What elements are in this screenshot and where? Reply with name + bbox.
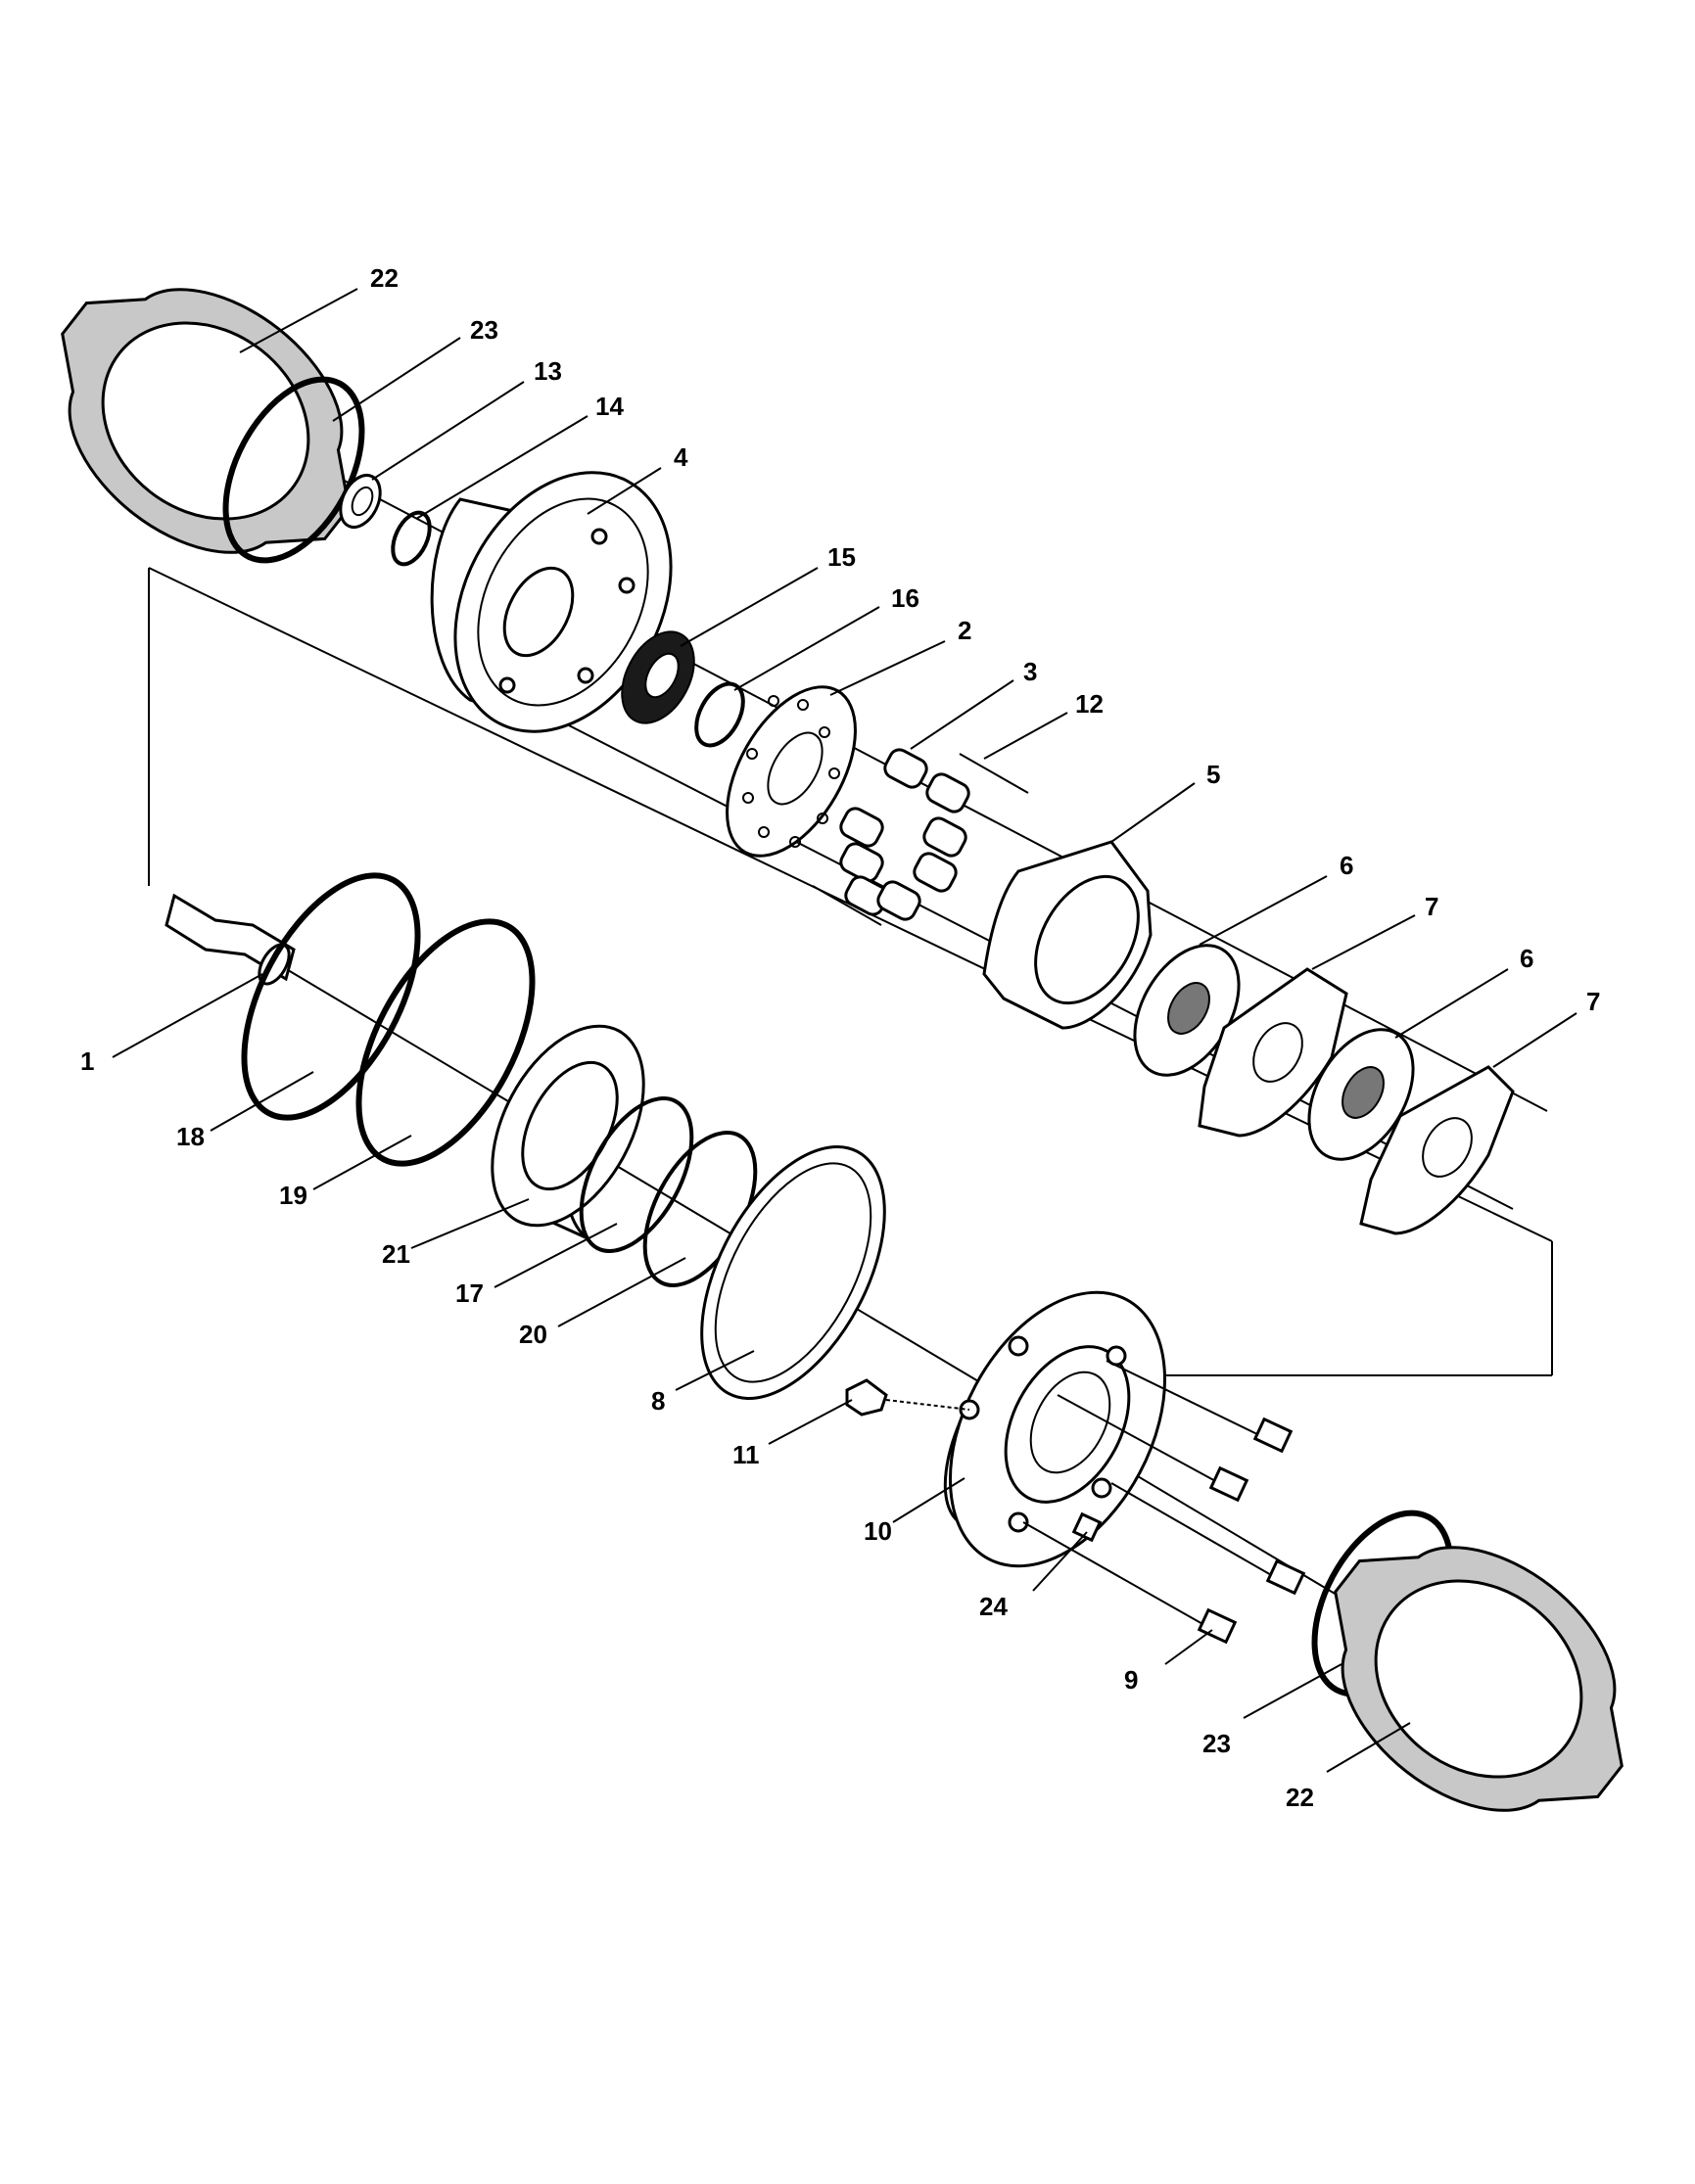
snap-ring-16: [694, 681, 745, 748]
callout-4: 4: [674, 442, 688, 472]
callout-16: 16: [891, 583, 919, 613]
callout-12: 12: [1075, 689, 1104, 719]
fitting-11: [845, 1378, 888, 1417]
callout-22-lower: 22: [1286, 1783, 1314, 1812]
gasket-8: [700, 1144, 886, 1401]
brake-housing-4: [430, 471, 673, 733]
callout-20: 20: [519, 1320, 547, 1349]
callout-6-b: 6: [1520, 944, 1533, 973]
callout-21: 21: [382, 1239, 410, 1269]
friction-disc-6a: [1133, 944, 1241, 1077]
callout-7-a: 7: [1425, 892, 1438, 921]
callout-23-lower: 23: [1202, 1729, 1231, 1758]
piston-21: [491, 1024, 645, 1240]
snap-ring-14: [391, 510, 432, 567]
callout-6-a: 6: [1340, 851, 1353, 880]
friction-disc-6b: [1307, 1028, 1415, 1161]
callout-8: 8: [651, 1386, 665, 1416]
callout-19: 19: [279, 1181, 307, 1210]
callout-18: 18: [176, 1122, 205, 1151]
gasket-upper: [61, 288, 351, 554]
callout-5: 5: [1206, 760, 1220, 789]
callout-23-upper: 23: [470, 315, 498, 345]
bolts-9: [1022, 1360, 1306, 1645]
callout-17: 17: [455, 1278, 484, 1308]
fitting-guide: [885, 1399, 970, 1411]
callout-7-b: 7: [1586, 987, 1600, 1016]
callout-14: 14: [595, 392, 624, 421]
callout-3: 3: [1023, 657, 1037, 686]
callout-10: 10: [864, 1516, 892, 1546]
cover-housing-10: [943, 1290, 1167, 1568]
callout-24: 24: [979, 1592, 1008, 1621]
callout-11: 11: [732, 1440, 760, 1469]
bearing-15: [621, 630, 695, 724]
callout-1: 1: [80, 1046, 94, 1076]
pressure-plate-5: [982, 840, 1153, 1030]
o-ring-19: [355, 918, 536, 1167]
seal-ring-17: [579, 1096, 694, 1253]
o-ring-18: [241, 872, 421, 1121]
separator-plate-7b: [1359, 1065, 1515, 1235]
gasket-lower: [1334, 1546, 1624, 1812]
callout-2: 2: [958, 616, 971, 645]
washer-13: [339, 474, 382, 529]
callout-9: 9: [1124, 1665, 1138, 1695]
leader-lines: [112, 288, 1577, 1773]
callout-15: 15: [827, 542, 856, 572]
pins-12: [812, 753, 1029, 926]
callout-22-upper: 22: [370, 263, 399, 293]
springs-3: [839, 748, 970, 921]
shaft-1: [165, 893, 296, 986]
callout-13: 13: [534, 356, 562, 386]
